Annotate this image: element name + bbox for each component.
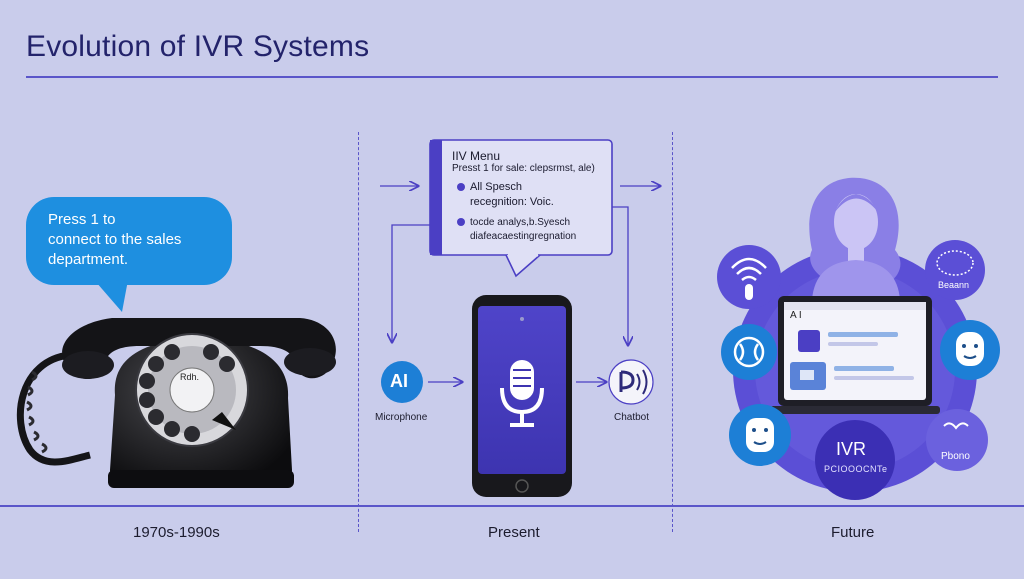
- ai-node-text: AI: [390, 371, 408, 391]
- ivr-menu-card: [429, 139, 613, 278]
- era-divider-1: [358, 132, 359, 532]
- flow-line-left: [392, 224, 430, 342]
- neural-node-label: Beaann: [938, 280, 970, 290]
- laptop: [770, 296, 940, 414]
- phone-cord: [16, 351, 91, 466]
- era-label-present: Present: [488, 524, 540, 541]
- speech-line-3: department.: [48, 251, 129, 268]
- ai-node-label: Microphone: [375, 412, 428, 423]
- assistant-avatar-icon: [809, 177, 901, 300]
- ivr-node-subtitle: PCIOOOCNTe: [824, 464, 888, 474]
- timeline-line: [0, 505, 1024, 507]
- voice-node: [717, 245, 781, 309]
- dial-label: Rdh.: [180, 372, 200, 382]
- speech-line-2: connect to the sales: [48, 231, 182, 248]
- era-label-future: Future: [831, 524, 875, 541]
- microphone-icon: [500, 360, 544, 427]
- ivr-menu-item-1-line-1: All Spesch: [470, 181, 522, 193]
- ai-node: [381, 361, 423, 403]
- title-divider: [26, 76, 998, 78]
- chatbot-node-label: Chatbot: [614, 412, 650, 423]
- ivr-menu-item-2-line-1: tocde analys,b.Syesch: [470, 217, 571, 228]
- soundwave-node: [721, 324, 777, 380]
- ivr-menu-item-2-line-2: diafeacaestingregnation: [470, 231, 577, 242]
- speech-bubble-text: Press 1 to connect to the sales departme…: [48, 210, 181, 270]
- speech-bubble: [26, 197, 232, 312]
- neural-node: [925, 240, 985, 300]
- ivr-node-title: IVR: [836, 439, 867, 459]
- flow-line-right: [612, 206, 628, 345]
- ivr-menu-subtitle: Presst 1 for sale: clepsrmst, ale): [452, 163, 595, 174]
- phone-node: [926, 409, 988, 471]
- ivr-menu-item-1-line-2: recegnition: Voic.: [470, 196, 554, 208]
- rotary-dial: [135, 333, 249, 447]
- chatbot-node: [608, 359, 654, 405]
- face-node-left: [729, 404, 791, 466]
- era-divider-2: [672, 132, 673, 532]
- smartphone: [472, 295, 572, 497]
- era-label-past: 1970s-1990s: [133, 524, 220, 541]
- ivr-node: [815, 420, 895, 500]
- page-title: Evolution of IVR Systems: [26, 30, 370, 63]
- rotary-phone: [62, 318, 336, 488]
- speech-line-1: Press 1 to: [48, 211, 116, 228]
- face-node-right: [940, 320, 1000, 380]
- phone-node-label: Pbono: [941, 451, 970, 462]
- ivr-menu-title: IIV Menu: [452, 149, 501, 163]
- laptop-label: A I: [790, 310, 802, 321]
